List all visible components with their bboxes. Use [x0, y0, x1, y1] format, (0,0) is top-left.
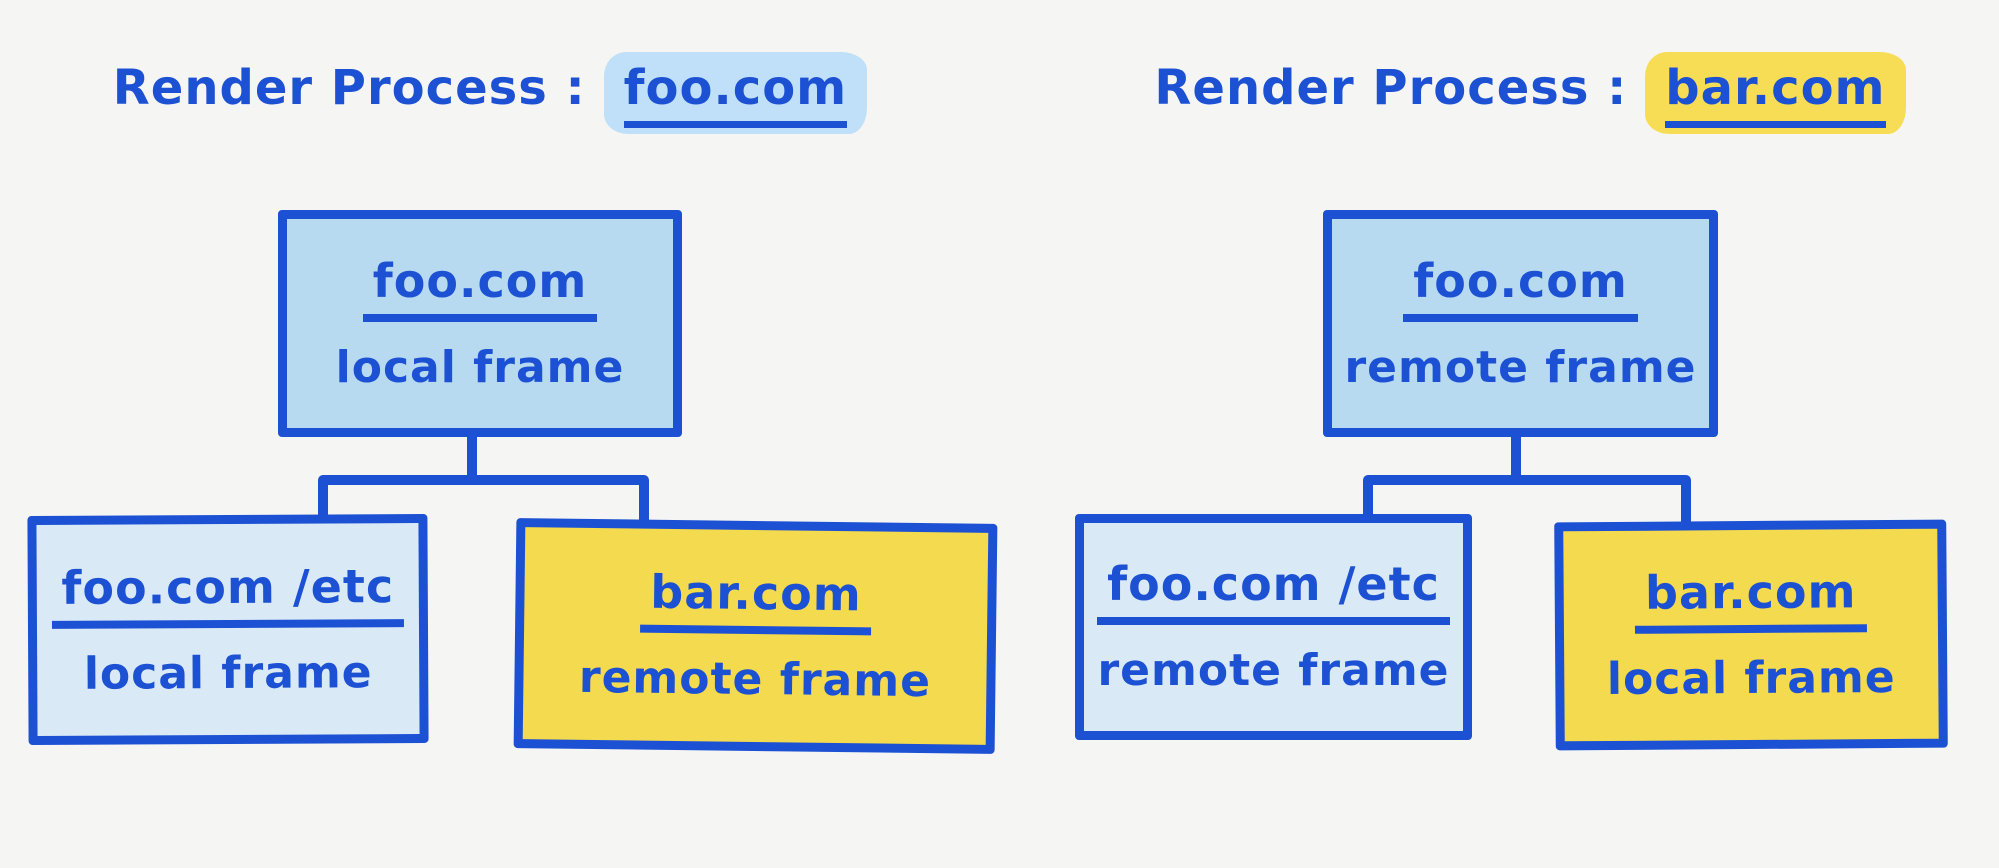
title-prefix: Render Process :: [1154, 60, 1628, 116]
node-frame-type: remote frame: [1344, 341, 1697, 393]
node-domain: bar.com: [1634, 564, 1867, 634]
node-frame-type: local frame: [83, 646, 373, 700]
node-domain: foo.com /etc: [1097, 561, 1450, 625]
node-domain: foo.com /etc: [51, 559, 405, 629]
node-frame-type: remote frame: [578, 651, 932, 708]
child-frame-node: bar.com local frame: [1554, 519, 1948, 751]
child-frame-node: foo.com /etc local frame: [27, 513, 429, 746]
node-domain: foo.com: [362, 258, 598, 322]
render-process-title-foo: Render Process : foo.com: [60, 52, 920, 134]
root-frame-node: foo.com local frame: [278, 210, 682, 437]
render-process-title-bar: Render Process : bar.com: [1100, 52, 1960, 134]
node-domain: bar.com: [639, 565, 872, 636]
root-frame-node: foo.com remote frame: [1323, 210, 1718, 437]
node-frame-type: remote frame: [1097, 645, 1450, 696]
title-domain: foo.com: [623, 60, 848, 128]
child-frame-node: bar.com remote frame: [513, 518, 998, 754]
node-frame-type: local frame: [335, 341, 625, 393]
node-domain: foo.com: [1403, 258, 1638, 322]
title-domain-highlight: bar.com: [1645, 52, 1906, 134]
child-frame-node: foo.com /etc remote frame: [1075, 514, 1472, 740]
title-domain-highlight: foo.com: [603, 52, 868, 134]
title-domain: bar.com: [1665, 60, 1886, 128]
title-prefix: Render Process :: [112, 60, 586, 116]
node-frame-type: local frame: [1606, 651, 1896, 706]
